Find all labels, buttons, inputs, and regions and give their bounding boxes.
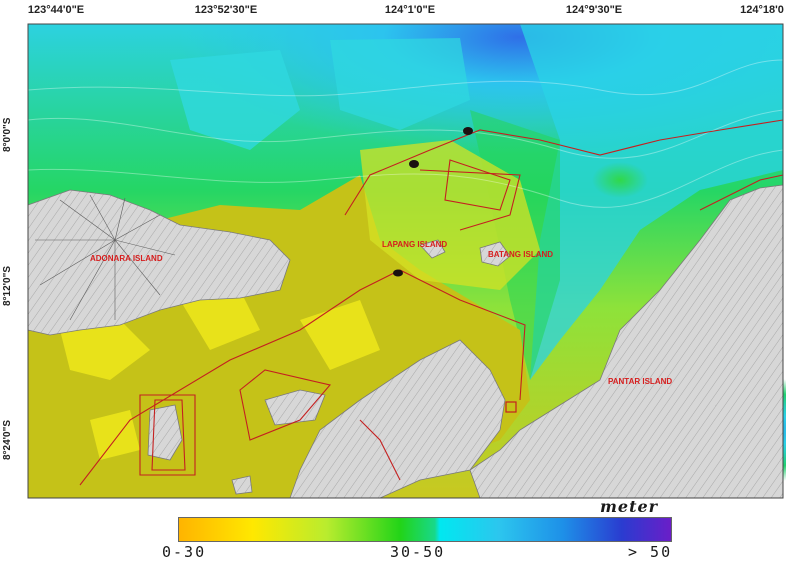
marker-dot	[409, 160, 419, 168]
land-small-west	[147, 404, 183, 461]
land-lapang	[419, 239, 446, 259]
island-label-lapang: Lapang Island	[382, 240, 448, 249]
land-batang	[479, 241, 511, 267]
volcano-ridges	[35, 194, 176, 321]
boundary-lines	[79, 119, 784, 486]
deep-channel-east	[520, 24, 783, 380]
cyan-patch-1	[170, 50, 300, 150]
map-border	[27, 23, 784, 499]
legend-class-shallow: 0-30	[162, 543, 207, 561]
shallow-yellow-patches	[60, 290, 380, 460]
legend-class-middle: 30-50	[390, 543, 446, 561]
island-label-pantar: Pantar Island	[608, 377, 673, 386]
marker-square	[505, 401, 517, 413]
green-shoal	[592, 162, 648, 198]
legend-title: meter	[600, 497, 659, 516]
land-adonara	[27, 189, 291, 336]
land-small-mid	[264, 389, 326, 426]
land-small-south	[231, 475, 253, 495]
longitude-tick: 124°9'30"E	[565, 4, 623, 16]
latitude-tick: 8°12'0"S	[2, 265, 13, 306]
latitude-tick: 8°0'0"S	[2, 117, 13, 152]
land-alor	[289, 339, 506, 499]
depth-color-scale	[178, 517, 672, 542]
cyan-patch-2	[330, 38, 470, 130]
depth-contours	[27, 59, 784, 208]
marker-dot	[393, 269, 403, 277]
land-pantar	[469, 184, 784, 499]
island-label-adonara: Adonara Island	[90, 254, 163, 263]
legend-class-deep: > 50	[628, 543, 673, 561]
longitude-tick: 123°44'0"E	[27, 4, 85, 16]
land-masses	[27, 184, 784, 499]
marker-dot	[463, 127, 473, 135]
longitude-tick: 123°52'30"E	[194, 4, 258, 16]
latitude-tick: 8°24'0"S	[2, 419, 13, 460]
survey-markers	[393, 127, 473, 277]
island-label-batang: Batang Island	[488, 250, 554, 259]
longitude-tick: 124°1'0"E	[384, 4, 436, 16]
longitude-tick: 124°18'0	[740, 4, 784, 16]
